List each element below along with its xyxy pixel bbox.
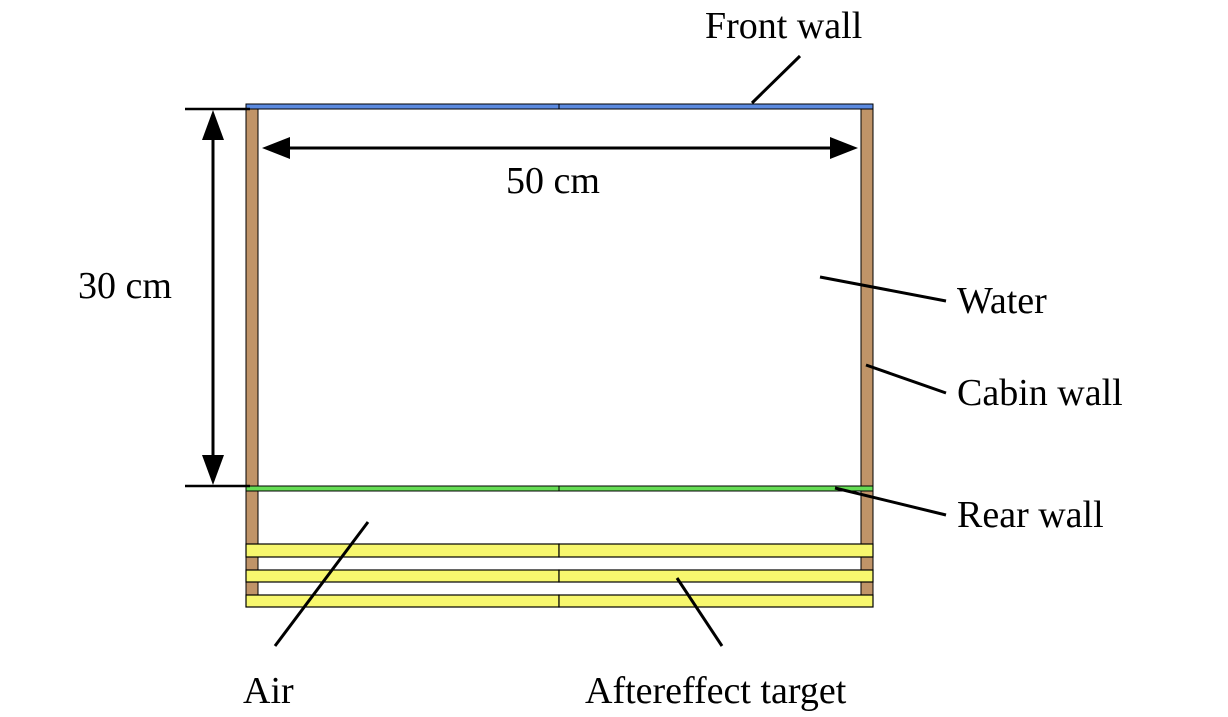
leader-rear-wall <box>834 486 947 517</box>
label-air: Air <box>243 670 294 712</box>
leader-front-wall <box>750 54 802 105</box>
label-rear-wall: Rear wall <box>957 494 1104 536</box>
rear-wall <box>245 485 874 492</box>
leader-water <box>819 275 947 303</box>
leader-lines <box>273 54 947 647</box>
height-dimension <box>185 107 250 488</box>
leader-aftereffect <box>675 577 724 647</box>
aftereffect-target <box>245 543 874 608</box>
front-wall <box>245 103 874 110</box>
cabin-wall-left <box>245 108 259 596</box>
label-height: 30 cm <box>78 265 172 307</box>
label-width: 50 cm <box>506 160 600 202</box>
width-dimension <box>262 137 858 159</box>
label-water: Water <box>957 280 1047 322</box>
label-aftereffect-target: Aftereffect target <box>585 670 847 712</box>
label-front-wall: Front wall <box>705 5 862 47</box>
label-cabin-wall: Cabin wall <box>957 372 1123 414</box>
cabin-wall-right <box>860 108 874 596</box>
leader-cabin-wall <box>865 363 947 395</box>
leader-air <box>273 521 370 647</box>
